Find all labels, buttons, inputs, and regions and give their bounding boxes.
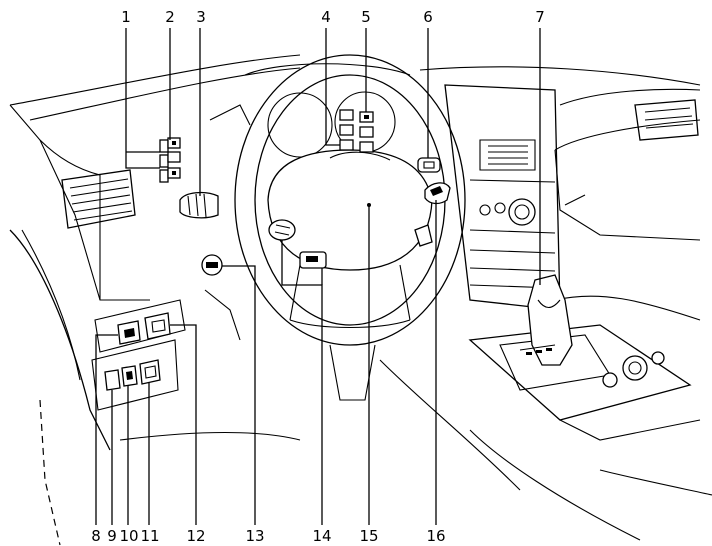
callout-1: 1 (121, 8, 131, 26)
callout-3: 3 (196, 8, 206, 26)
right-dashboard (554, 99, 701, 321)
part-6-switch (417, 157, 441, 173)
callout-14: 14 (312, 527, 331, 545)
part-16-lever (414, 182, 451, 247)
part-1-switches (159, 139, 169, 183)
console-knob (622, 355, 648, 381)
part-9-11-switches (104, 359, 161, 391)
center-console (468, 324, 701, 441)
center-vent (488, 145, 528, 165)
steering-wheel (234, 54, 466, 346)
callout-7: 7 (535, 8, 545, 26)
callout-10: 10 (119, 527, 138, 545)
gear-selector (519, 274, 573, 366)
floor-contours (119, 359, 712, 541)
leader-lines (95, 28, 541, 525)
callout-13: 13 (245, 527, 264, 545)
part-2-switch (167, 137, 181, 179)
part-4-5-switch (339, 109, 374, 153)
callout-6: 6 (423, 8, 433, 26)
callout-11: 11 (140, 527, 159, 545)
callout-9: 9 (107, 527, 117, 545)
callout-labels-bottom: 8 9 10 11 12 13 14 15 16 (91, 527, 445, 545)
instrument-cluster (209, 63, 411, 158)
dashboard-outline (9, 54, 701, 301)
callout-15: 15 (359, 527, 378, 545)
part-3-lever (179, 191, 219, 219)
steering-column (204, 289, 376, 401)
left-door-panel (9, 229, 186, 546)
callout-12: 12 (186, 527, 205, 545)
center-stack (444, 84, 561, 311)
part-8-12-switches (117, 312, 171, 345)
part-13-knob (201, 254, 223, 276)
left-air-vent (61, 169, 136, 229)
callout-16: 16 (426, 527, 445, 545)
callout-4: 4 (321, 8, 331, 26)
callout-8: 8 (91, 527, 101, 545)
part-14-wheel-switches (268, 219, 327, 269)
callout-labels-top: 1 2 3 4 5 6 7 (121, 8, 545, 26)
callout-2: 2 (165, 8, 175, 26)
center-knob (508, 198, 536, 226)
callout-5: 5 (361, 8, 371, 26)
